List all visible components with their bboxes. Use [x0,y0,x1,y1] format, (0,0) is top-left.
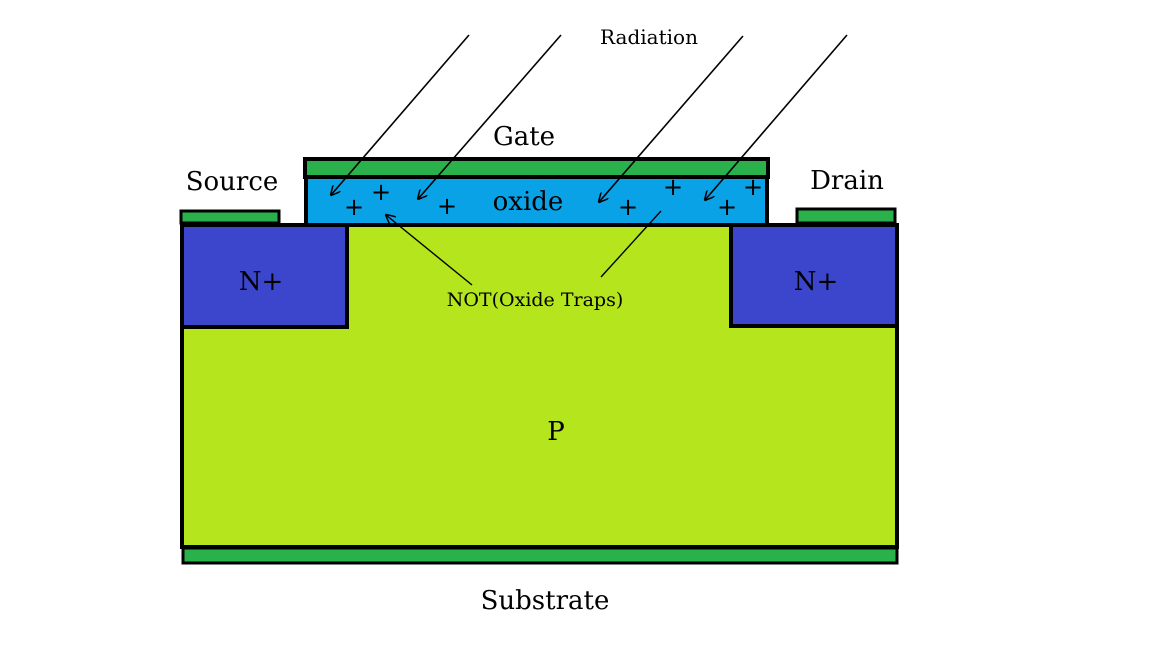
substrate-label: Substrate [481,586,610,616]
oxide-charges: + + + + + + + [344,173,763,221]
n-plus-drain-well [729,223,899,328]
radiation-arrow [418,34,562,199]
source-label: Source [186,167,279,197]
gate-contact [303,157,770,179]
radiation-label: Radiation [600,25,698,49]
positive-charge: + [371,178,391,206]
p-region-label: P [547,417,565,447]
n-plus-source-label: N+ [239,267,284,297]
n-plus-source-well [180,223,349,329]
radiation-arrow [599,35,744,202]
substrate-contact [181,546,899,565]
radiation-arrow [705,34,848,200]
positive-charge: + [618,193,638,221]
gate-label: Gate [493,122,555,152]
positive-charge: + [663,173,683,201]
positive-charge: + [437,192,457,220]
positive-charge: + [344,193,364,221]
positive-charge: + [743,173,763,201]
source-contact [179,209,281,225]
trap-pointer-line [600,210,662,278]
drain-contact [795,207,897,225]
oxide-label: oxide [493,187,564,217]
oxide-layer [304,174,769,227]
oxide-traps-label: NOT(Oxide Traps) [447,289,624,311]
radiation-arrow [331,34,470,195]
n-plus-drain-label: N+ [794,267,839,297]
drain-label: Drain [810,166,884,196]
trap-pointer-line [386,215,473,286]
positive-charge: + [717,193,737,221]
